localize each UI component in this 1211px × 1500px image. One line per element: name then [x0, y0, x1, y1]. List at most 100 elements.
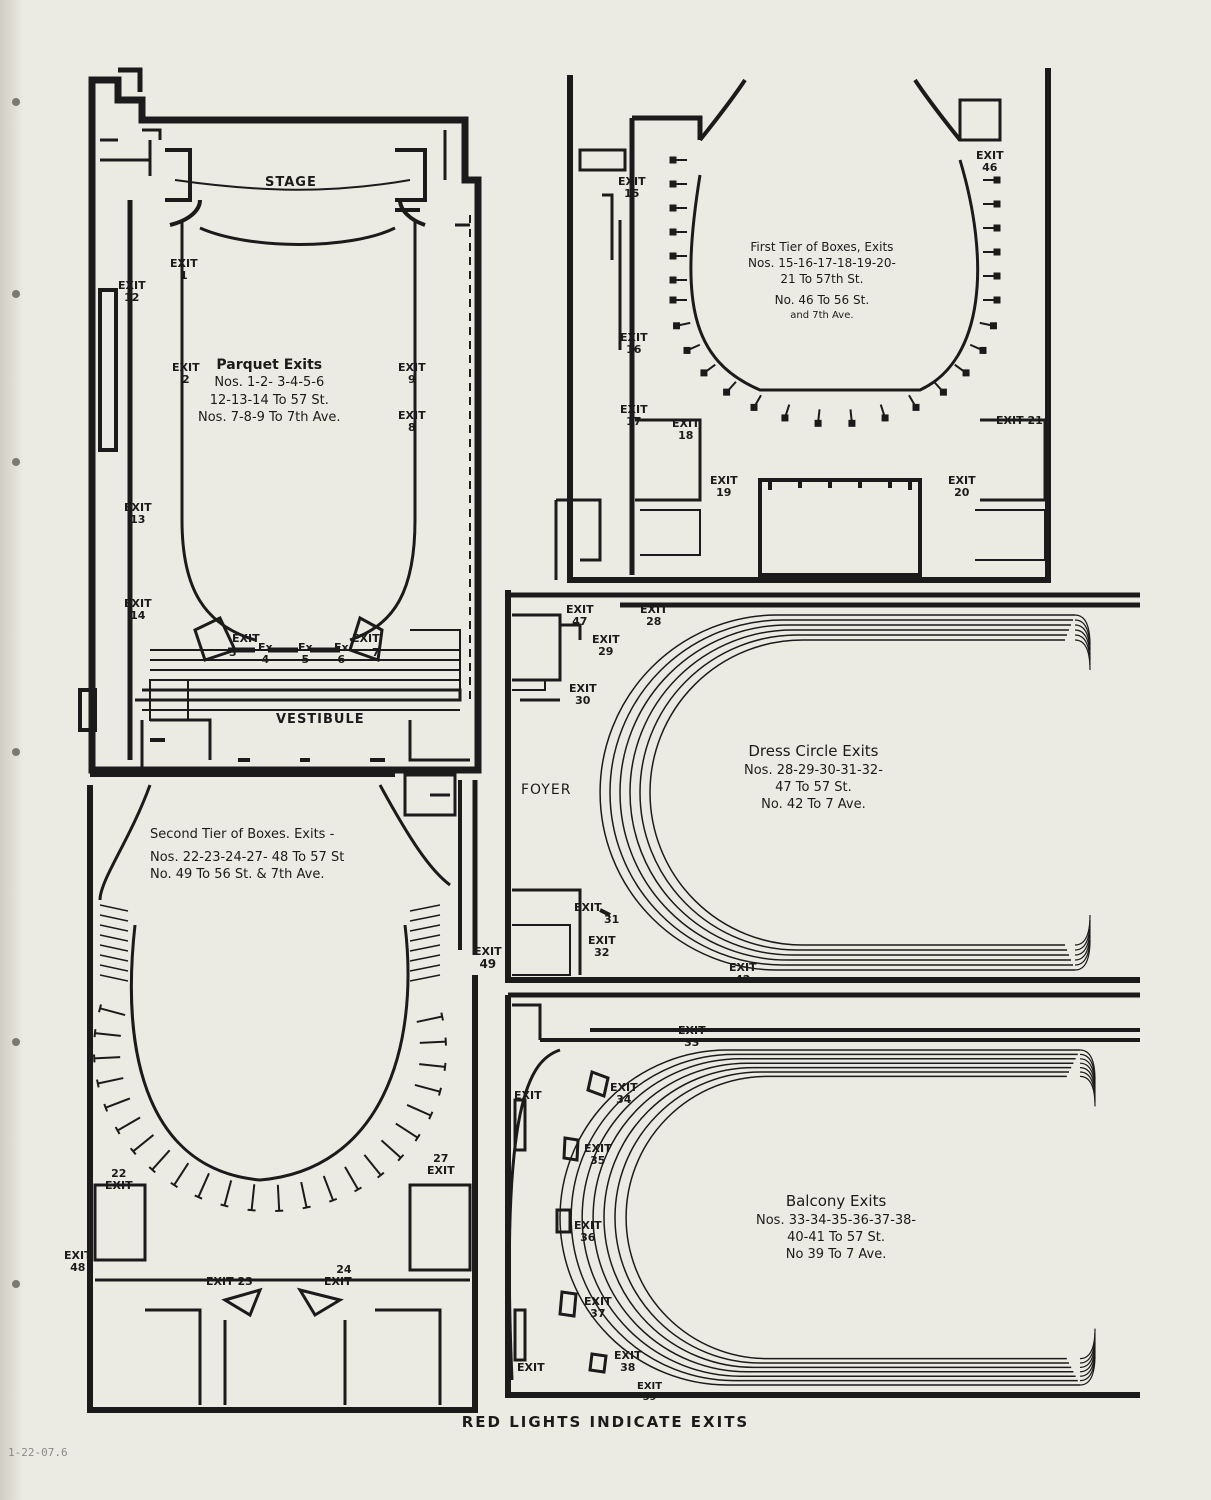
- box-seat: [419, 1040, 446, 1044]
- pencil-annotation: 1-22-07.6: [8, 1446, 68, 1459]
- box-seat: [438, 1087, 443, 1096]
- box-seat: [380, 1139, 402, 1159]
- box-seat: [117, 1116, 141, 1132]
- dress-circle-aisle: [609, 619, 1073, 966]
- box-seat: [363, 1154, 382, 1176]
- dress-circle-aisle: [1074, 914, 1091, 946]
- dress-circle-aisle: [629, 629, 1069, 956]
- box-seat: [993, 272, 1001, 280]
- exit-label: EXIT: [517, 1361, 545, 1374]
- box-seat: [99, 1007, 126, 1017]
- vestibule-label: VESTIBULE: [276, 712, 365, 727]
- box-seat: [99, 974, 129, 982]
- box-seat: [94, 1056, 121, 1060]
- second-tier-plan: [87, 773, 478, 1413]
- box-seat: [99, 944, 129, 952]
- box-seat: [409, 924, 441, 932]
- dress-circle-exits-line: Nos. 28-29-30-31-32-: [744, 762, 883, 778]
- box-seat: [673, 322, 681, 330]
- box-seat: [409, 944, 441, 952]
- second-tier-exits-line: No. 49 To 56 St. & 7th Ave.: [150, 867, 325, 883]
- box-seat: [96, 1079, 100, 1088]
- balcony-aisle: [1079, 1328, 1096, 1360]
- exit-label: EXIT 23: [206, 1275, 253, 1288]
- box-seat: [409, 964, 441, 972]
- parquet-exits-line: 12-13-14 To 57 St.: [209, 392, 329, 408]
- box-seat: [993, 176, 1001, 184]
- box-seat: [129, 1147, 137, 1156]
- first-tier-exits-note: First Tier of Boxes, Exits Nos. 15-16-17…: [748, 240, 896, 323]
- box-seat: [223, 1180, 233, 1206]
- box-seat: [750, 403, 758, 411]
- stage-label: STAGE: [265, 175, 317, 190]
- second-tier-exits-title: Second Tier of Boxes. Exits -: [150, 827, 335, 842]
- balcony-aisle: [614, 1071, 1069, 1364]
- box-seat: [322, 1175, 335, 1201]
- dress-circle-exits-note: Dress Circle Exits Nos. 28-29-30-31-32- …: [744, 742, 883, 813]
- box-seat: [669, 228, 677, 236]
- box-seat: [814, 419, 822, 427]
- exit-label: EXIT: [232, 632, 260, 645]
- box-seat: [414, 1133, 421, 1142]
- binding-hole: [12, 290, 20, 298]
- box-seat: [302, 1205, 311, 1210]
- second-tier-box-seats: [93, 904, 447, 1212]
- box-seat: [414, 1083, 441, 1093]
- box-seat: [397, 1154, 405, 1162]
- box-seat: [99, 964, 129, 972]
- box-seat: [94, 1032, 121, 1037]
- box-seat: [979, 346, 987, 354]
- box-seat: [276, 1184, 281, 1211]
- parquet-exits-line: Nos. 7-8-9 To 7th Ave.: [198, 409, 341, 425]
- box-seat: [250, 1184, 256, 1211]
- box-seat: [409, 914, 441, 922]
- box-seat: [669, 156, 677, 164]
- box-seat: [440, 1012, 444, 1021]
- box-seat: [993, 296, 1001, 304]
- dress-circle-exits-title: Dress Circle Exits: [748, 742, 879, 760]
- second-tier-exits-note: Second Tier of Boxes. Exits - Nos. 22-23…: [150, 826, 344, 883]
- balcony-aisle: [625, 1075, 1067, 1360]
- exit-number: 31: [604, 913, 620, 926]
- box-seat: [132, 1134, 155, 1153]
- exit-label: EXIT: [574, 901, 602, 914]
- box-seat: [148, 1166, 156, 1174]
- balcony-aisles: [559, 1049, 1096, 1386]
- box-seat: [300, 1181, 308, 1208]
- foyer-label: FOYER: [521, 782, 572, 798]
- binding-hole: [12, 458, 20, 466]
- binding-hole: [12, 748, 20, 756]
- binding-hole: [12, 98, 20, 106]
- box-seat: [669, 296, 677, 304]
- box-seat: [409, 934, 441, 942]
- dress-circle-exits-line: No. 42 To 7 Ave.: [761, 797, 866, 813]
- box-seat: [99, 924, 129, 932]
- dress-circle-exits-line: 47 To 57 St.: [775, 779, 852, 795]
- parquet-exits-title: Parquet Exits: [216, 357, 323, 373]
- box-seat: [409, 954, 441, 962]
- box-seat: [93, 1029, 97, 1038]
- box-seat: [344, 1166, 359, 1190]
- box-seat: [194, 1194, 203, 1200]
- box-seat: [409, 904, 441, 912]
- binding-hole: [12, 1038, 20, 1046]
- first-tier-plan: [554, 68, 1051, 583]
- dress-circle-aisle: [1074, 639, 1091, 671]
- parquet-exits-line: Nos. 1-2- 3-4-5-6: [214, 375, 325, 391]
- parquet-exits-note: Parquet Exits Nos. 1-2- 3-4-5-6 12-13-14…: [198, 356, 341, 426]
